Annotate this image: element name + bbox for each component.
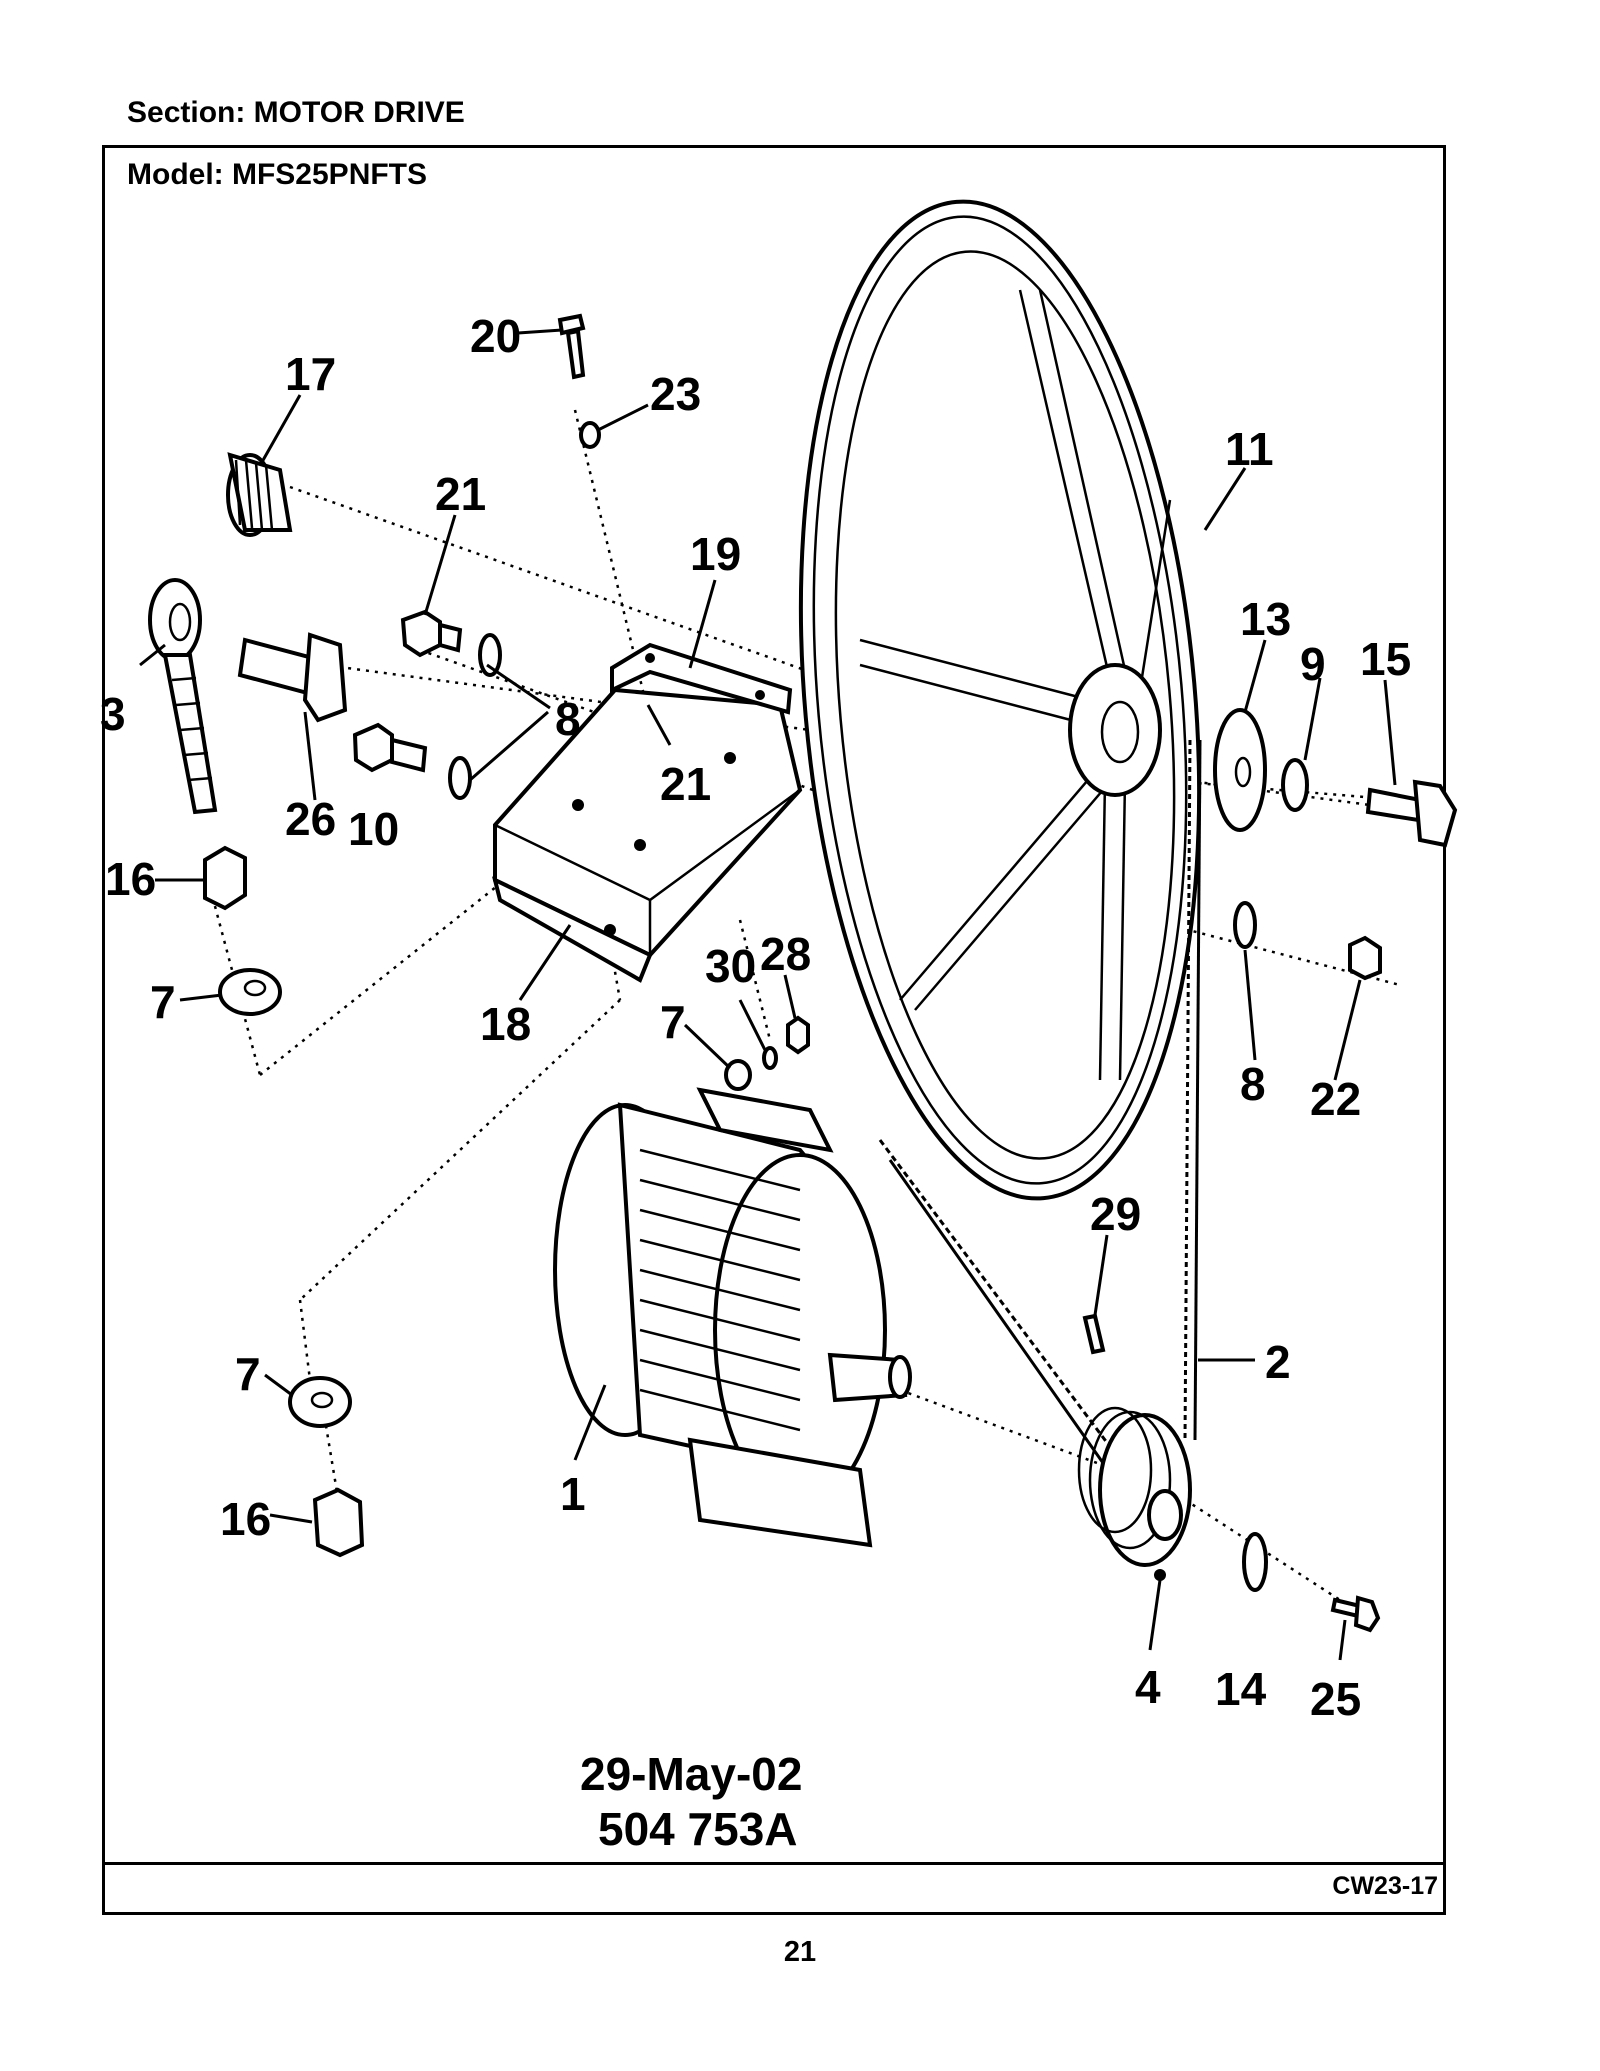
drawing-number: 504 753A: [598, 1803, 798, 1855]
set-screw-29: [1082, 1313, 1106, 1355]
diagram-frame: [102, 145, 1446, 1915]
drive-belt: [878, 739, 1202, 1481]
washer-7-upper: [218, 968, 282, 1016]
footer-code: CW23-17: [1332, 1872, 1438, 1900]
callout-30: 30: [705, 940, 756, 992]
nut-16-lower: [312, 1487, 365, 1558]
callout-25: 25: [1310, 1673, 1361, 1725]
washer-13: [1213, 708, 1267, 832]
motor-mount: [492, 687, 803, 983]
callout-18: 18: [480, 998, 531, 1050]
callout-22: 22: [1310, 1073, 1361, 1125]
callout-17: 17: [285, 348, 336, 400]
washer-23: [579, 421, 601, 449]
bolt-25: [1330, 1595, 1381, 1633]
callout-7-motor: 7: [660, 996, 686, 1048]
screw-20: [557, 313, 586, 380]
drawing-date: 29-May-02: [580, 1748, 802, 1800]
ring-9: [1281, 758, 1309, 812]
callout-23: 23: [650, 368, 701, 420]
callout-16-lower: 16: [220, 1493, 271, 1545]
callout-21-upper: 21: [435, 468, 486, 520]
large-pulley: [798, 199, 1202, 1201]
callout-29: 29: [1090, 1188, 1141, 1240]
callout-8-right: 8: [1240, 1058, 1266, 1110]
washers-8: [448, 633, 1257, 949]
callout-labels: 1 2 3 4 7 7 7 8 8 9 10 11 13 14 15 16 16…: [100, 310, 1411, 1725]
washer-30: [762, 1046, 778, 1070]
nut-16-upper: [203, 845, 247, 911]
nut-28: [786, 1015, 810, 1055]
callout-9: 9: [1300, 638, 1326, 690]
callout-3: 3: [100, 688, 126, 740]
motor-bracket: [610, 642, 793, 715]
callout-21-lower: 21: [660, 758, 711, 810]
small-pulley: [1077, 1406, 1192, 1581]
model-title: Model: MFS25PNFTS: [127, 158, 428, 191]
page-number: 21: [783, 1936, 817, 1968]
leader-lines: [139, 328, 1397, 1661]
bolt-21-upper: [400, 609, 463, 658]
callout-1: 1: [560, 1468, 586, 1520]
section-title: Section: MOTOR DRIVE: [127, 96, 465, 129]
washer-7-motor: [724, 1059, 752, 1091]
callout-28: 28: [760, 928, 811, 980]
electric-motor: [553, 1087, 912, 1548]
callout-16-upper: 16: [105, 853, 156, 905]
callout-2: 2: [1265, 1336, 1291, 1388]
callout-15: 15: [1360, 633, 1411, 685]
callout-13: 13: [1240, 593, 1291, 645]
bolt-15: [1365, 779, 1458, 848]
callout-10: 10: [348, 803, 399, 855]
bolt-10: [352, 722, 428, 773]
nut-22: [1348, 935, 1382, 981]
callout-26: 26: [285, 793, 336, 845]
callout-14: 14: [1215, 1663, 1267, 1715]
washer-14: [1242, 1532, 1268, 1592]
eye-bolt: [148, 578, 218, 815]
callout-4: 4: [1135, 1661, 1161, 1713]
callout-20: 20: [470, 310, 521, 362]
callout-19: 19: [690, 528, 741, 580]
callout-7-upper: 7: [150, 976, 176, 1028]
callout-11: 11: [1225, 423, 1274, 475]
bolt-26: [237, 632, 348, 723]
washer-7-lower: [288, 1376, 352, 1428]
callout-8-upper: 8: [555, 693, 581, 745]
callout-7-lower: 7: [235, 1348, 261, 1400]
roller-collar-17: [226, 452, 293, 537]
footer-divider: [102, 1862, 1446, 1865]
